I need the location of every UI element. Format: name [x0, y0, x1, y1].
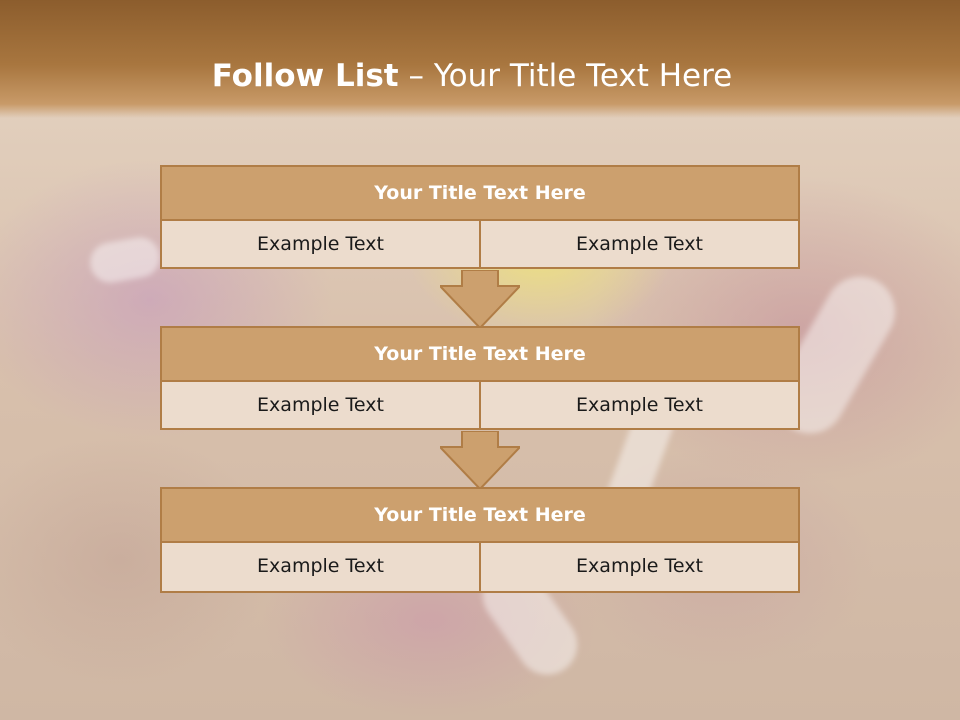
page-title: Follow List – Your Title Text Here	[0, 56, 944, 96]
step-title: Your Title Text Here	[160, 165, 800, 221]
step-row: Example Text Example Text	[160, 221, 800, 269]
step-cell-right: Example Text	[479, 382, 798, 428]
page-title-rest: – Your Title Text Here	[398, 58, 733, 94]
step-box-1: Your Title Text Here Example Text Exampl…	[160, 165, 800, 269]
step-cell-left: Example Text	[257, 233, 384, 255]
step-cell-right: Example Text	[479, 543, 798, 591]
step-box-3: Your Title Text Here Example Text Exampl…	[160, 487, 800, 593]
page-title-bold: Follow List	[211, 58, 399, 94]
step-cell-right: Example Text	[479, 221, 798, 267]
down-arrow-icon	[440, 431, 520, 489]
title-band	[0, 0, 960, 118]
step-row: Example Text Example Text	[160, 382, 800, 430]
step-cell-left: Example Text	[257, 555, 384, 577]
down-arrow-icon	[440, 270, 520, 328]
step-cell-left: Example Text	[257, 394, 384, 416]
step-title: Your Title Text Here	[160, 487, 800, 543]
step-title: Your Title Text Here	[160, 326, 800, 382]
step-row: Example Text Example Text	[160, 543, 800, 593]
step-box-2: Your Title Text Here Example Text Exampl…	[160, 326, 800, 430]
